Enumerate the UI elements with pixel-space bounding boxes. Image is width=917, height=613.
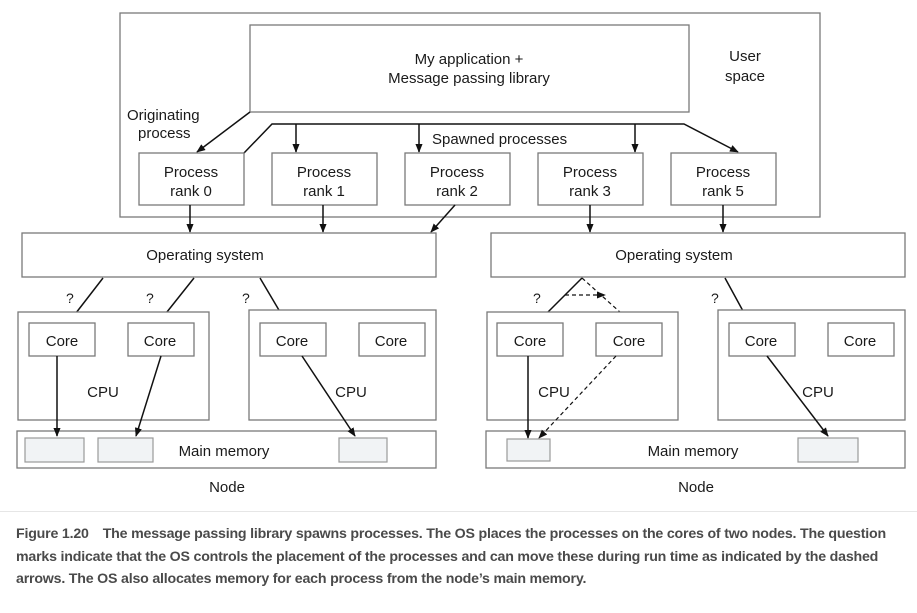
operating-system-label: Operating system <box>615 247 733 264</box>
dashed-arrow-os-to-core <box>581 277 632 323</box>
core-box <box>28 322 96 357</box>
originating-process-label-line2: process <box>138 125 191 142</box>
application-box: My application + Message passing library <box>249 24 690 113</box>
question-mark: ? <box>146 290 154 306</box>
main-memory-label: Main memory <box>179 443 270 460</box>
arrow-core-to-memory <box>766 355 829 437</box>
process-rank-label: rank 5 <box>702 183 744 200</box>
cpu-label: CPU <box>335 384 367 401</box>
core-label: Core <box>46 333 79 350</box>
cpu-label: CPU <box>87 384 119 401</box>
operating-system-label: Operating system <box>146 247 264 264</box>
core-box <box>827 322 895 357</box>
process-rank-2: Process rank 2 <box>404 152 511 206</box>
process-rank-label: rank 2 <box>436 183 478 200</box>
process-rank-3: Process rank 3 <box>537 152 644 206</box>
process-label: Process <box>430 164 484 181</box>
question-mark: ? <box>242 290 250 306</box>
memory-allocation <box>338 437 388 463</box>
process-label: Process <box>297 164 351 181</box>
core-label: Core <box>613 333 646 350</box>
operating-system-box <box>21 232 437 278</box>
node-1: Operating system ? ? ? Core Core CPU Cor… <box>16 232 437 496</box>
caption-divider <box>0 511 917 512</box>
node-2: Operating system ? ? Core Core CPU Core … <box>485 232 906 496</box>
node-label: Node <box>209 479 245 496</box>
process-label: Process <box>164 164 218 181</box>
core-box <box>496 322 564 357</box>
core-box <box>358 322 426 357</box>
arrow-app-to-rank0 <box>196 111 251 153</box>
process-rank-0: Process rank 0 <box>138 152 245 206</box>
process-rank-1: Process rank 1 <box>271 152 378 206</box>
cpu-label: CPU <box>538 384 570 401</box>
node-label: Node <box>678 479 714 496</box>
cpu-label: CPU <box>802 384 834 401</box>
process-rank-label: rank 3 <box>569 183 611 200</box>
spawn-bus-line <box>243 123 739 154</box>
mpi-process-placement-diagram: User space My application + Message pass… <box>16 12 906 496</box>
core-label: Core <box>375 333 408 350</box>
user-space-label-line1: User <box>729 48 761 65</box>
spawned-processes-label: Spawned processes <box>432 131 567 148</box>
question-mark: ? <box>533 290 541 306</box>
figure-number: Figure 1.20 <box>16 526 89 542</box>
memory-allocation <box>506 438 551 462</box>
caption-text: The message passing library spawns proce… <box>16 526 886 587</box>
memory-allocation <box>97 437 154 463</box>
core-label: Core <box>844 333 877 350</box>
arrow-core-to-memory <box>134 355 162 437</box>
process-to-os-arrows <box>186 204 727 233</box>
user-space-label-line2: space <box>725 68 765 85</box>
operating-system-box <box>490 232 906 278</box>
process-rank-label: rank 0 <box>170 183 212 200</box>
process-label: Process <box>696 164 750 181</box>
question-mark: ? <box>711 290 719 306</box>
main-memory-label: Main memory <box>648 443 739 460</box>
dashed-arrow-core-to-memory <box>538 355 617 439</box>
core-label: Core <box>745 333 778 350</box>
question-mark: ? <box>66 290 74 306</box>
core-box <box>728 322 796 357</box>
core-label: Core <box>276 333 309 350</box>
application-label-line1: My application + <box>415 51 524 68</box>
memory-allocation <box>797 437 859 463</box>
memory-allocation <box>24 437 85 463</box>
arrow-core-to-memory <box>301 355 356 437</box>
process-rank-5: Process rank 5 <box>670 152 777 206</box>
spawn-arrows <box>196 111 739 154</box>
process-rank-label: rank 1 <box>303 183 345 200</box>
core-box <box>259 322 327 357</box>
core-label: Core <box>144 333 177 350</box>
core-box <box>595 322 663 357</box>
core-label: Core <box>514 333 547 350</box>
arrow-rank2-to-os <box>430 204 456 233</box>
originating-process-label-line1: Originating <box>127 107 200 124</box>
application-label-line2: Message passing library <box>388 70 550 87</box>
process-label: Process <box>563 164 617 181</box>
